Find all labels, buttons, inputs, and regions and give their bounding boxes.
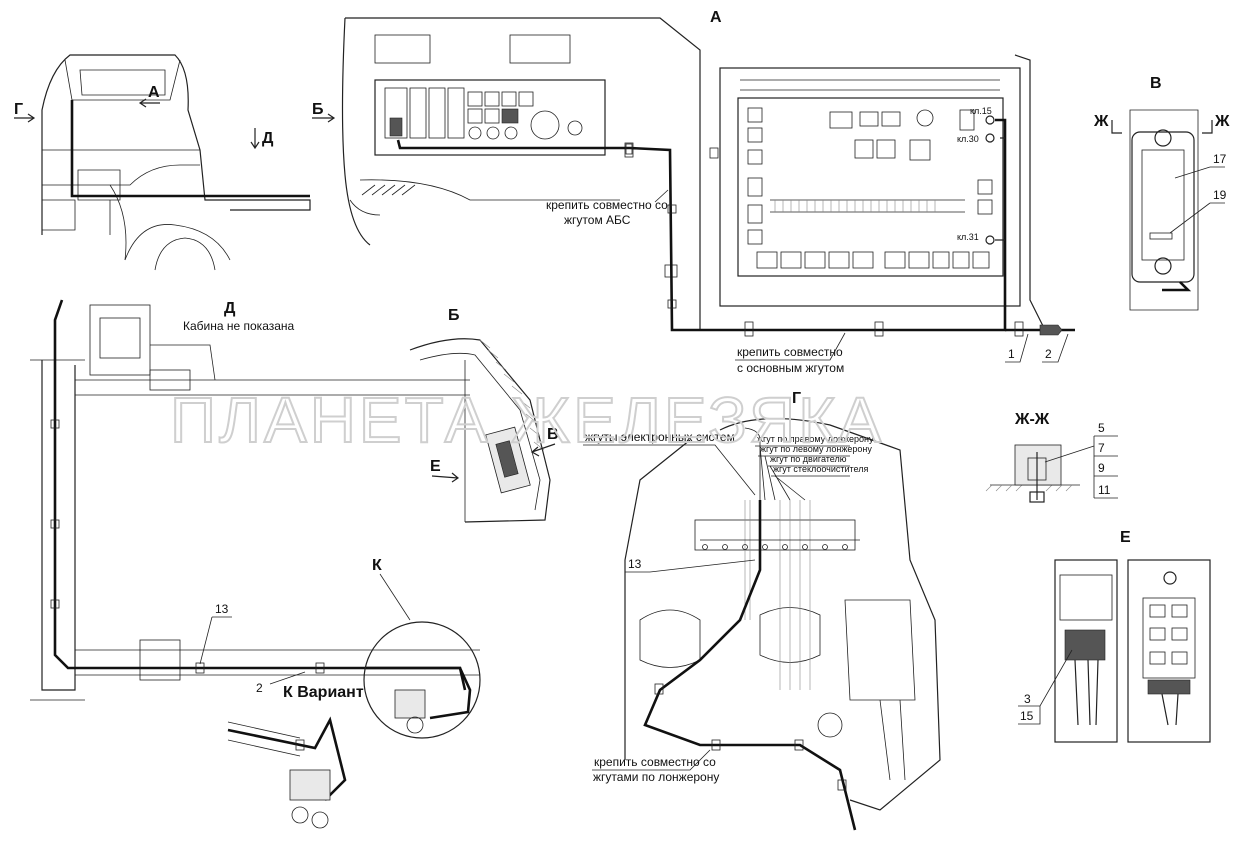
note-fix-abs-2: жгутом АБС [564, 213, 631, 227]
view-label-b-arrow: Б [312, 101, 324, 118]
view-label-e-arrow: Е [430, 458, 441, 475]
view-label-v-arrow: В [547, 426, 559, 443]
clip [837, 779, 847, 791]
clip [50, 519, 60, 529]
clip [744, 321, 754, 337]
note-fix-spar-1: крепить совместно со [594, 755, 716, 769]
note-harness-engine: жгут по двигателю [770, 454, 847, 464]
clip [667, 204, 677, 214]
note-fix-main-1: крепить совместно [737, 345, 843, 359]
relay-bracket-v [1129, 109, 1199, 311]
view-title-v: В [1150, 75, 1162, 92]
view-label-g: Г [14, 101, 23, 118]
frame-view-d [30, 304, 480, 701]
view-label-d: Д [262, 130, 274, 147]
pos-19: 19 [1213, 188, 1227, 202]
note-harness-right-spar: жгут по правому лонжерону [757, 434, 874, 444]
clip [874, 321, 884, 337]
pos-2-d: 2 [256, 681, 263, 695]
view-title-d: Д [224, 300, 236, 317]
view-title-g: Г [792, 390, 801, 407]
view-title-b: Б [448, 307, 460, 324]
fuse-box [624, 67, 1021, 307]
pos-17: 17 [1213, 152, 1227, 166]
pos-3: 3 [1024, 692, 1031, 706]
pos-11: 11 [1098, 483, 1111, 497]
pos-15: 15 [1020, 709, 1034, 723]
relay-block-e [1054, 559, 1211, 743]
watermark: ПЛАНЕТА ЖЕЛЕЗЯКА [170, 384, 884, 456]
pos-9: 9 [1098, 461, 1105, 475]
ground-wire-a [396, 118, 1007, 332]
pos-7: 7 [1098, 441, 1105, 455]
arrow-b [312, 113, 336, 123]
view-title-zhzh: Ж-Ж [1014, 411, 1050, 428]
connector [1039, 324, 1063, 336]
view-label-k-variant: К Вариант [283, 684, 364, 701]
arrow-a [138, 98, 160, 108]
pos-1: 1 [1008, 347, 1015, 361]
note-harness-left-spar: жгут по левому лонжерону [760, 444, 872, 454]
cabin-side-view [41, 54, 311, 271]
terminal-kl31: кл.31 [957, 232, 979, 242]
clip [50, 599, 60, 609]
view-title-a: А [710, 9, 722, 26]
note-cabin-not-shown: Кабина не показана [183, 319, 295, 333]
view-title-e: Е [1120, 529, 1131, 546]
terminal-kl15: кл.15 [970, 106, 992, 116]
view-label-a-small: А [148, 84, 160, 101]
clip [315, 662, 325, 674]
pos-2: 2 [1045, 347, 1052, 361]
arrow-g [14, 113, 36, 123]
detail-k [363, 621, 481, 739]
k-variant-detail [227, 716, 347, 829]
clip [50, 419, 60, 429]
clip [654, 683, 664, 695]
wire-view-g [643, 500, 857, 831]
clip [667, 299, 677, 309]
pos-13-g: 13 [628, 557, 642, 571]
panel-detail-b [409, 338, 551, 523]
note-fix-spar-2: жгутами по лонжерону [593, 770, 719, 784]
note-fix-main-2: с основным жгутом [737, 361, 844, 375]
view-title-k: К [372, 557, 382, 574]
note-harness-wiper: жгут стеклоочистителя [773, 464, 869, 474]
dashboard-outline [341, 17, 1046, 331]
pos-13-d: 13 [215, 602, 229, 616]
clip [794, 739, 804, 751]
note-fix-abs-1: крепить совместно со [546, 198, 668, 212]
engine-bay-g [624, 417, 941, 811]
harness-bundle [744, 427, 761, 500]
pos-5: 5 [1098, 421, 1105, 435]
clip [625, 143, 633, 155]
section-mark-zh-left: Ж [1093, 113, 1109, 130]
arrow-d [250, 128, 260, 150]
section-zhzh [985, 444, 1080, 503]
clip [711, 739, 721, 751]
note-harness-electronic: жгуты электронных систем [585, 430, 735, 444]
section-mark-zh-right: Ж [1214, 113, 1230, 130]
terminal-kl30: кл.30 [957, 134, 979, 144]
clip [1014, 321, 1024, 337]
wire-view-d [53, 299, 467, 691]
